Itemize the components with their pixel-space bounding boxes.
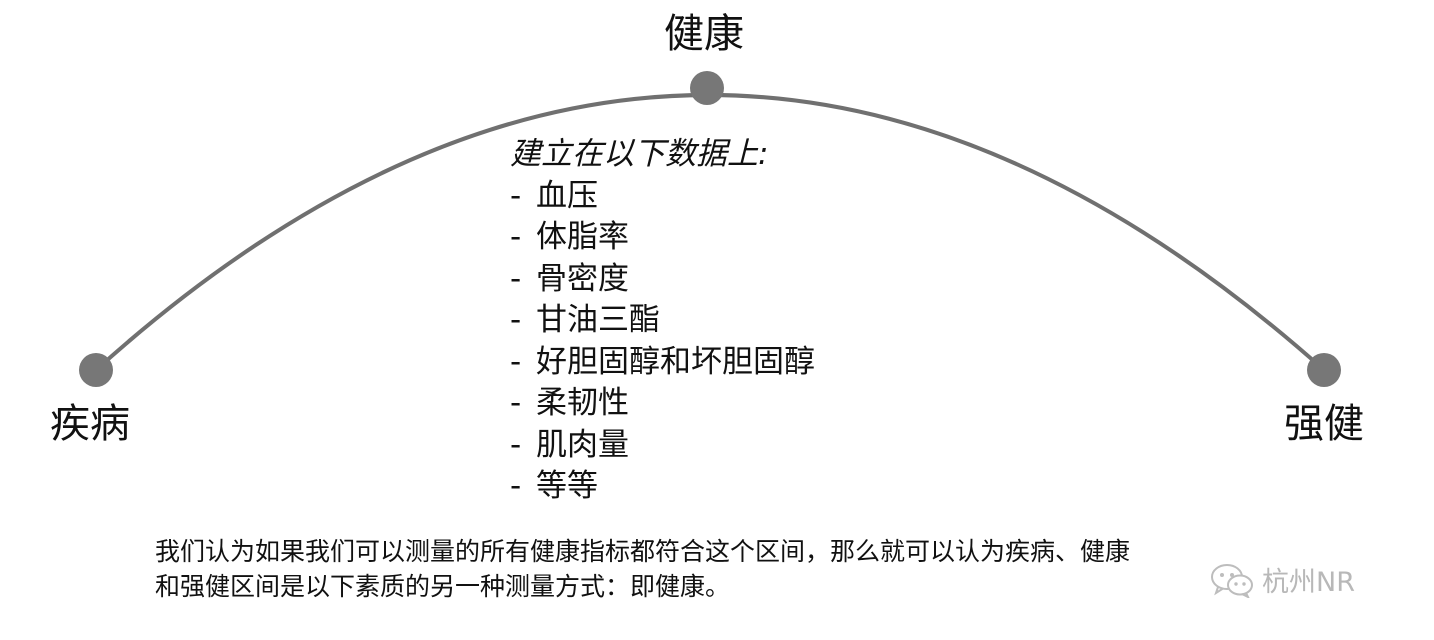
- list-bullet: -: [510, 302, 522, 338]
- wechat-icon: [1211, 563, 1253, 598]
- node-label-robust: 强健: [1284, 401, 1364, 447]
- node-label-disease: 疾病: [50, 401, 130, 447]
- metrics-list-item: -好胆固醇和坏胆固醇: [510, 342, 815, 384]
- watermark: 杭州NR: [1210, 560, 1355, 599]
- list-bullet: -: [510, 260, 522, 297]
- list-bullet: -: [510, 468, 522, 504]
- metrics-list-item-text: 体脂率: [536, 219, 629, 255]
- caption-line-1: 我们认为如果我们可以测量的所有健康指标都符合这个区间，那么就可以认为疾病、健康: [155, 537, 1131, 566]
- node-right: [1307, 353, 1341, 387]
- metrics-list-heading: 建立在以下数据上:: [510, 136, 769, 172]
- metrics-list-item: -肌肉量: [510, 425, 815, 467]
- metrics-list-item: -骨密度: [510, 259, 815, 301]
- node-left: [79, 353, 113, 387]
- metrics-list-item: -甘油三酯: [510, 300, 815, 342]
- metrics-list-item: -等等: [510, 466, 815, 508]
- metrics-list-item-text: 肌肉量: [536, 426, 629, 463]
- metrics-list-items: -血压-体脂率-骨密度-甘油三酯-好胆固醇和坏胆固醇-柔韧性-肌肉量-等等: [510, 176, 815, 508]
- metrics-list-item: -柔韧性: [510, 383, 815, 425]
- metrics-list-item-text: 血压: [536, 177, 598, 214]
- list-bullet: -: [510, 177, 522, 214]
- list-bullet: -: [510, 426, 522, 463]
- list-bullet: -: [510, 219, 522, 255]
- metrics-list-item: -体脂率: [510, 217, 815, 259]
- watermark-text: 杭州NR: [1262, 567, 1355, 598]
- list-bullet: -: [510, 343, 522, 380]
- metrics-list-item-text: 骨密度: [536, 260, 629, 297]
- metrics-list-item: -血压: [510, 176, 815, 218]
- caption-line-2: 和强健区间是以下素质的另一种测量方式：即健康。: [155, 572, 731, 601]
- node-label-health: 健康: [664, 11, 744, 57]
- metrics-list-item-text: 好胆固醇和坏胆固醇: [536, 343, 815, 380]
- list-bullet: -: [510, 385, 522, 421]
- metrics-list-item-text: 等等: [536, 468, 598, 504]
- node-top: [690, 71, 724, 105]
- caption: 我们认为如果我们可以测量的所有健康指标都符合这个区间，那么就可以认为疾病、健康 …: [155, 534, 1315, 604]
- metrics-list: 建立在以下数据上: -血压-体脂率-骨密度-甘油三酯-好胆固醇和坏胆固醇-柔韧性…: [510, 134, 815, 508]
- metrics-list-item-text: 甘油三酯: [536, 302, 660, 338]
- metrics-list-item-text: 柔韧性: [536, 385, 629, 421]
